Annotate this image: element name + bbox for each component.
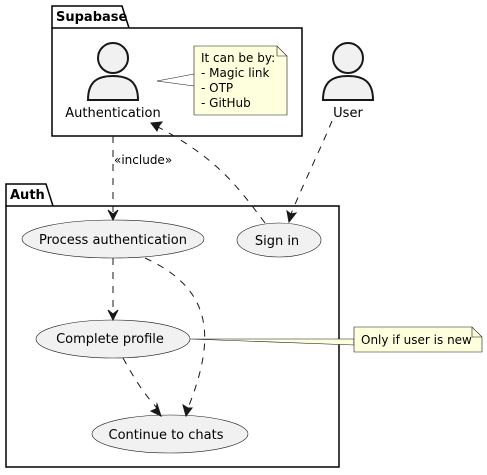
note-profile-text: Only if user is new xyxy=(361,333,472,347)
package-auth-title: Auth xyxy=(10,188,45,203)
usecase-process-authentication-label: Process authentication xyxy=(39,233,187,248)
edge-profile-to-chats xyxy=(122,357,162,417)
usecase-complete-profile-label: Complete profile xyxy=(56,332,164,347)
note-auth-methods-text: It can be by: - Magic link - OTP - GitHu… xyxy=(201,51,279,110)
package-supabase-title: Supabase xyxy=(56,10,128,25)
edge-process-to-profile xyxy=(107,258,119,322)
edge-process-to-chats xyxy=(144,257,206,418)
actor-authentication: Authentication xyxy=(65,42,161,121)
edge-include-label: «include» xyxy=(114,153,172,167)
actor-user-body xyxy=(321,74,375,101)
usecase-process-authentication: Process authentication xyxy=(21,219,205,259)
note-profile: Only if user is new xyxy=(189,326,483,353)
usecase-continue-to-chats: Continue to chats xyxy=(91,414,249,454)
actor-authentication-head xyxy=(97,42,129,74)
actor-user: User xyxy=(321,42,375,121)
edge-include: «include» xyxy=(107,136,172,222)
actor-user-label: User xyxy=(333,106,363,121)
edge-signin-to-authentication xyxy=(150,121,266,224)
usecase-complete-profile: Complete profile xyxy=(35,319,191,359)
actor-authentication-label: Authentication xyxy=(65,106,160,121)
usecase-sign-in: Sign in xyxy=(236,222,322,258)
note-auth-methods-connector xyxy=(156,73,195,82)
usecase-sign-in-label: Sign in xyxy=(255,234,299,249)
note-auth-methods: It can be by: - Magic link - OTP - GitHu… xyxy=(156,45,288,116)
actor-user-head xyxy=(332,42,364,74)
usecase-continue-to-chats-label: Continue to chats xyxy=(109,428,224,443)
actor-authentication-body xyxy=(86,74,140,101)
edge-user-to-signin xyxy=(286,120,333,224)
